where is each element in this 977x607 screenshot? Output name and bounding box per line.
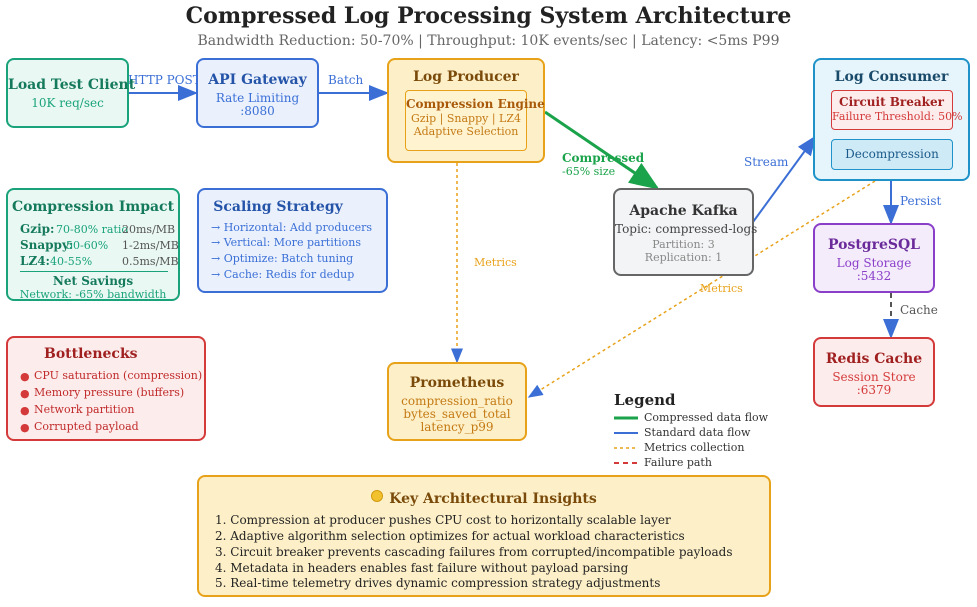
node-line: :6379 [856, 383, 892, 397]
node-log-producer[interactable]: Log Producer Compression Engine Gzip | S… [387, 58, 545, 163]
node-title: Apache Kafka [629, 203, 738, 219]
compression-engine[interactable]: Compression Engine Gzip | Snappy | LZ4 A… [405, 90, 545, 151]
insight-item: 2. Adaptive algorithm selection optimize… [215, 529, 685, 543]
impact-divider [20, 271, 168, 272]
node-title: API Gateway [208, 72, 307, 88]
scaling-item: → Cache: Redis for dedup [211, 268, 355, 281]
net-savings-title: Net Savings [52, 274, 134, 288]
scaling-item: → Optimize: Batch tuning [211, 252, 354, 265]
impact-algo: LZ4: [20, 254, 50, 268]
edge-label-batch: Batch [328, 73, 364, 87]
node-prometheus[interactable]: Prometheus compression_ratio bytes_saved… [387, 362, 527, 441]
cb-title: Circuit Breaker [839, 95, 944, 109]
circuit-breaker[interactable]: Circuit Breaker Failure Threshold: 50% [831, 90, 963, 130]
node-line: compression_ratio [401, 394, 513, 408]
engine-title: Compression Engine [406, 97, 545, 111]
node-redis-cache[interactable]: Redis Cache Session Store :6379 [813, 337, 935, 407]
node-line: :8080 [240, 104, 275, 118]
impact-time: 1-2ms/MB [122, 239, 179, 252]
panel-scaling-strategy: Scaling Strategy → Horizontal: Add produ… [197, 188, 388, 293]
edge-label-persist: Persist [900, 194, 942, 208]
impact-algo: Snappy: [20, 238, 74, 252]
node-line: Partition: 3 [652, 238, 715, 251]
insights-header: Key Architectural Insights [199, 488, 769, 507]
edge-label-http-post: HTTP POST [128, 73, 201, 87]
legend-item: Metrics collection [644, 441, 745, 454]
node-load-test-client[interactable]: Load Test Client 10K req/sec [6, 58, 136, 128]
engine-line: Gzip | Snappy | LZ4 [411, 112, 521, 125]
node-line: Log Storage [836, 256, 912, 270]
node-line: Session Store [832, 370, 916, 384]
lightbulb-icon [371, 490, 384, 502]
node-api-gateway[interactable]: API Gateway Rate Limiting :8080 [196, 58, 319, 128]
net-savings-value: Network: -65% bandwidth [19, 288, 167, 301]
bullet-icon: ● [20, 387, 30, 400]
node-line: latency_p99 [420, 420, 494, 434]
node-line: Rate Limiting [215, 91, 300, 105]
bottleneck-item: Network partition [34, 403, 135, 416]
legend-item: Failure path [644, 456, 712, 469]
impact-ratio: 50-60% [66, 239, 109, 252]
bullet-icon: ● [20, 404, 30, 417]
edge-label-cache: Cache [900, 303, 938, 317]
bottleneck-item: Corrupted payload [34, 420, 139, 433]
edge-label-metrics-consumer: Metrics [700, 282, 743, 295]
insights-title: Key Architectural Insights [389, 491, 597, 507]
node-sub: 10K req/sec [31, 96, 104, 110]
impact-algo: Gzip: [20, 222, 55, 236]
legend-swatches [614, 416, 638, 464]
engine-line: Adaptive Selection [413, 125, 519, 138]
cb-sub: Failure Threshold: 50% [832, 110, 963, 123]
panel-title: Scaling Strategy [213, 199, 343, 215]
node-log-consumer[interactable]: Log Consumer Circuit Breaker Failure Thr… [813, 58, 970, 181]
panel-bottlenecks: Bottlenecks ● CPU saturation (compressio… [6, 336, 206, 441]
page-subtitle: Bandwidth Reduction: 50-70% | Throughput… [197, 33, 780, 49]
node-title: Load Test Client [8, 77, 136, 93]
insight-item: 1. Compression at producer pushes CPU co… [215, 513, 671, 527]
edge-producer-kafka [544, 110, 660, 190]
scaling-item: → Horizontal: Add producers [211, 221, 373, 234]
insight-item: 4. Metadata in headers enables fast fail… [215, 561, 629, 575]
edge-label-compressed-size: -65% size [562, 165, 616, 178]
legend-item: Standard data flow [644, 426, 751, 439]
edge-kafka-consumer [752, 135, 817, 223]
edge-consumer-prometheus [527, 180, 876, 398]
node-line: Topic: compressed-logs [615, 222, 758, 236]
bottleneck-item: Memory pressure (buffers) [34, 386, 185, 399]
scaling-item: → Vertical: More partitions [211, 236, 362, 249]
page-title: Compressed Log Processing System Archite… [185, 3, 792, 29]
decomp-label: Decompression [845, 147, 939, 161]
insight-item: 3. Circuit breaker prevents cascading fa… [215, 545, 733, 559]
impact-time: 0.5ms/MB [122, 255, 179, 268]
node-title: Log Consumer [834, 69, 949, 85]
bullet-icon: ● [20, 421, 30, 434]
legend: Legend Compressed data flow Standard dat… [612, 390, 792, 470]
legend-title: Legend [614, 391, 676, 409]
bullet-icon: ● [20, 370, 30, 383]
impact-ratio: 40-55% [50, 255, 93, 268]
bottleneck-item: CPU saturation (compression) [34, 369, 203, 382]
panel-compression-impact: Compression Impact Gzip: 70-80% ratio 20… [6, 188, 180, 301]
impact-ratio: 70-80% ratio [56, 223, 129, 236]
edge-label-metrics-producer: Metrics [474, 256, 517, 269]
decompression[interactable]: Decompression [831, 139, 953, 170]
node-title: Prometheus [409, 375, 505, 391]
node-line: bytes_saved_total [403, 407, 511, 421]
insight-item: 5. Real-time telemetry drives dynamic co… [215, 576, 661, 590]
node-title: Redis Cache [825, 351, 923, 367]
edge-label-compressed: Compressed [562, 151, 645, 165]
panel-title: Compression Impact [12, 199, 175, 215]
panel-key-insights: Key Architectural Insights 1. Compressio… [197, 475, 771, 597]
node-title: PostgreSQL [827, 237, 921, 253]
node-line: Replication: 1 [644, 251, 723, 264]
node-line: :5432 [856, 269, 892, 283]
node-apache-kafka[interactable]: Apache Kafka Topic: compressed-logs Part… [613, 188, 758, 276]
legend-item: Compressed data flow [644, 411, 769, 424]
impact-time: 20ms/MB [122, 223, 176, 236]
panel-title: Bottlenecks [44, 346, 138, 362]
node-title: Log Producer [413, 69, 519, 85]
node-postgresql[interactable]: PostgreSQL Log Storage :5432 [813, 223, 935, 293]
edge-label-stream: Stream [744, 155, 789, 169]
